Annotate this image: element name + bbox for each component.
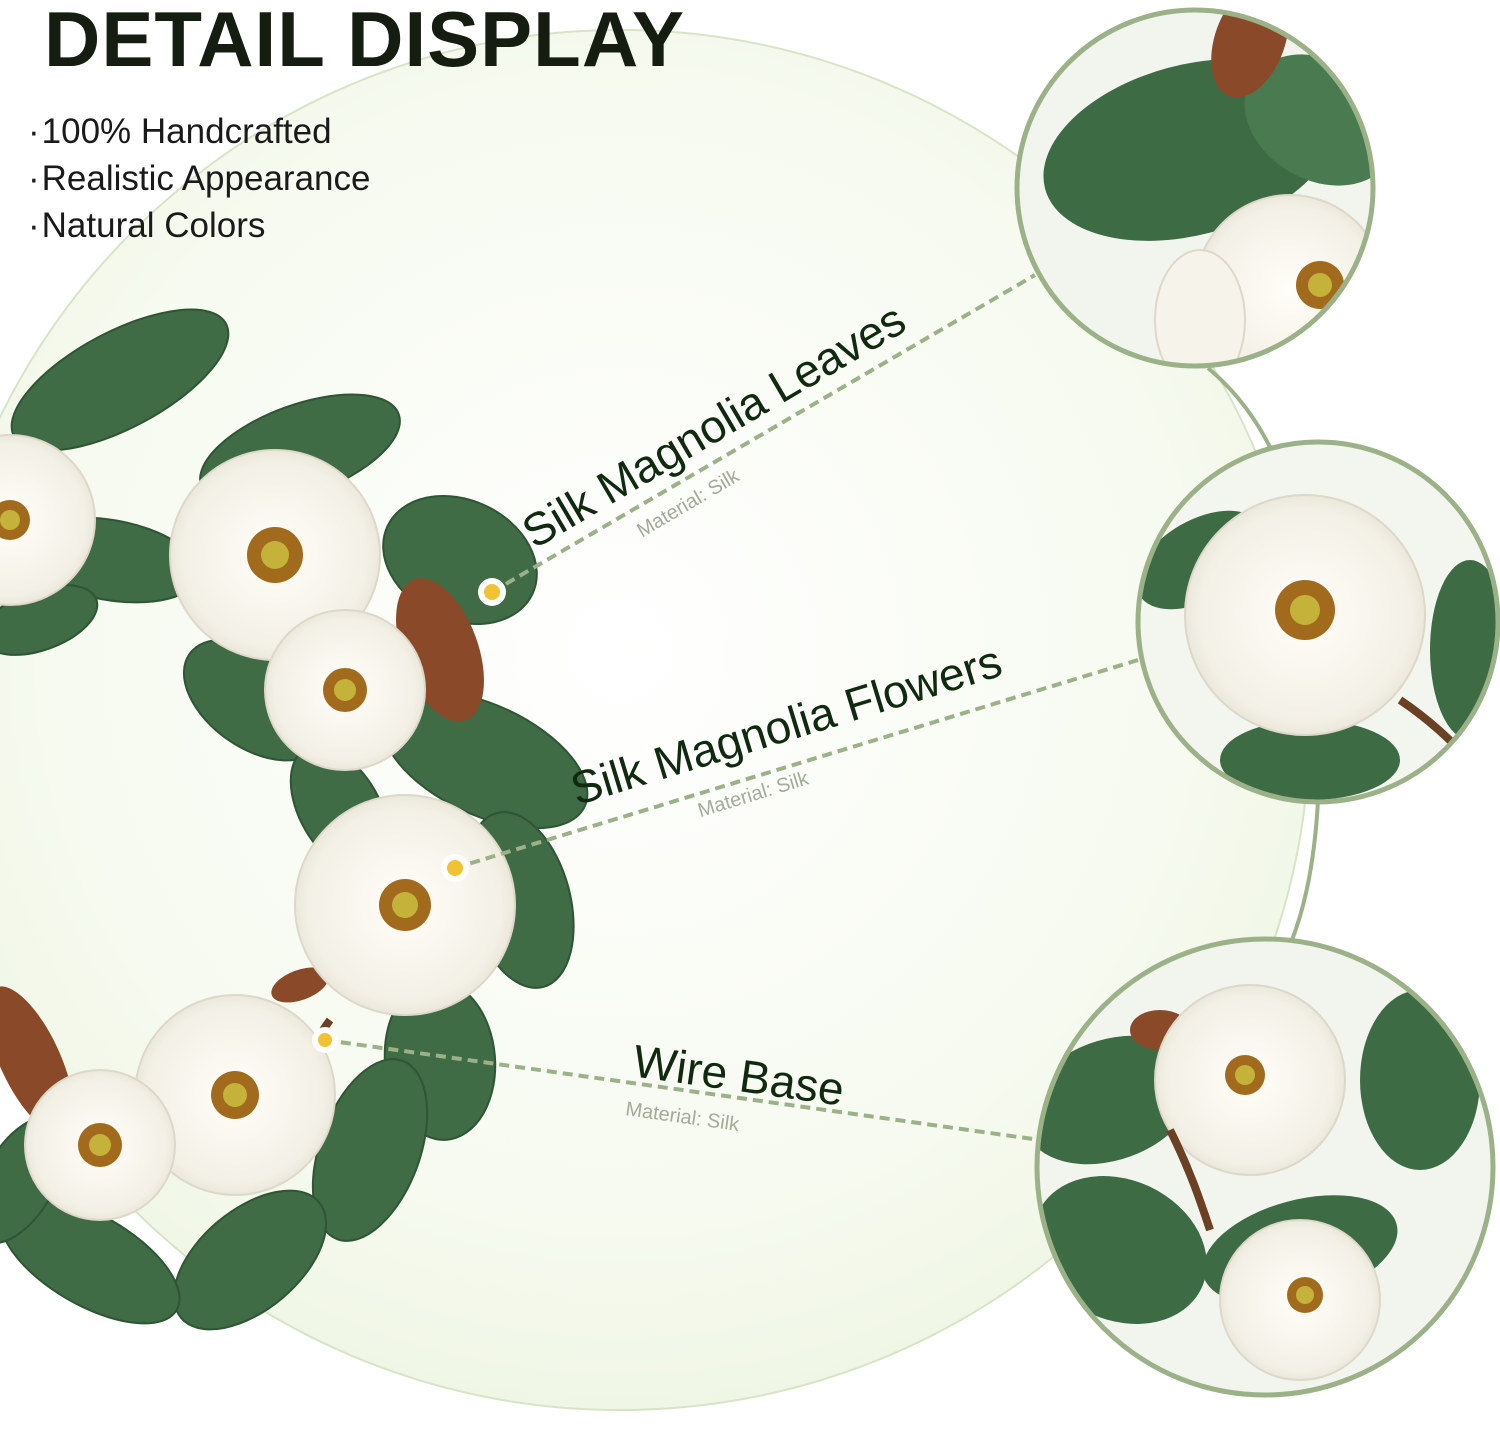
callout-lines [324, 273, 1139, 1142]
wreath-photo [0, 308, 589, 1331]
callout-dot-wire [312, 1027, 338, 1053]
detail-circle-wire-base [1034, 936, 1496, 1398]
page-title: DETAIL DISPLAY [44, 0, 686, 83]
callout-dot-flowers [441, 854, 469, 882]
wreath-flowers [0, 434, 516, 1221]
feature-item: Realistic Appearance [28, 155, 371, 202]
detail-circle-leaves [1014, 7, 1376, 369]
feature-list: 100% Handcrafted Realistic Appearance Na… [28, 108, 371, 249]
callout-dot-leaves [478, 578, 506, 606]
feature-item: 100% Handcrafted [28, 108, 370, 155]
feature-item: Natural Colors [28, 202, 370, 249]
detail-circle-flowers [1135, 439, 1500, 805]
